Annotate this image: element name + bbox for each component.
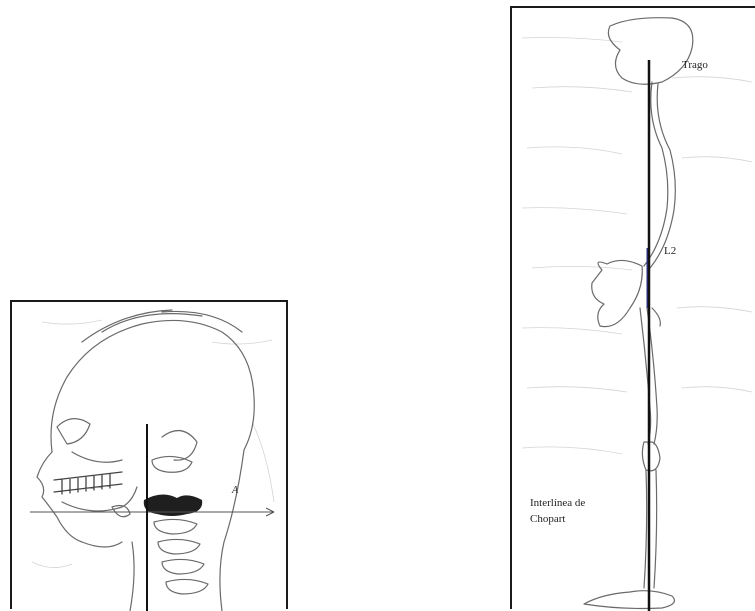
chopart-label-line2: Chopart: [530, 512, 565, 526]
spine-curve-inner: [650, 84, 675, 268]
posture-panel: Trago L2 Interlínea de Chopart: [510, 6, 755, 609]
hair-strands: [82, 310, 242, 342]
pelvis: [592, 260, 643, 326]
chopart-label-line1: Interlínea de: [530, 496, 585, 510]
orbit-sketch: [57, 419, 122, 463]
spine-curve: [644, 82, 668, 266]
tibia-inner: [654, 470, 657, 588]
axis-label: A: [232, 484, 238, 498]
tragus-label: Trago: [682, 58, 708, 72]
skull-outline: [51, 320, 254, 452]
knee: [642, 442, 660, 471]
teeth: [54, 472, 122, 494]
face-profile: [37, 452, 122, 547]
neck-back: [220, 450, 244, 611]
pelvis-detail: [652, 308, 660, 326]
cervical-vertebrae: [152, 456, 208, 594]
scan-noise: [522, 38, 752, 455]
foot: [584, 591, 674, 609]
head-neck-panel: A: [10, 300, 288, 609]
ear-sketch: [162, 431, 197, 461]
vertebra-highlight: [144, 494, 202, 516]
neck-front: [130, 542, 134, 611]
head-neck-drawing: [12, 302, 290, 611]
l2-label: L2: [664, 244, 676, 258]
tibia: [644, 470, 647, 588]
skull-outline: [608, 18, 692, 85]
